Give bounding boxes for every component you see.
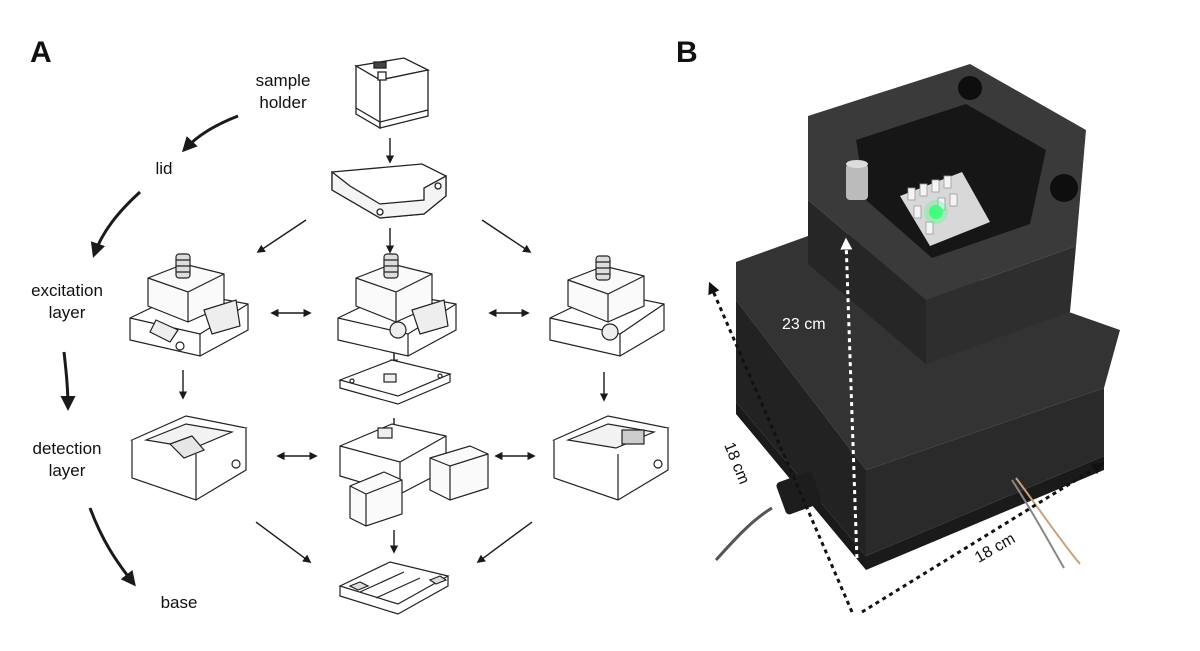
dimension-height-label: 23 cm bbox=[782, 316, 826, 333]
arrow-excitation-to-detection bbox=[60, 351, 76, 411]
base-drawing bbox=[338, 561, 450, 615]
detection-layer-center bbox=[339, 423, 489, 527]
excitation-plate-drawing bbox=[338, 359, 452, 405]
arrow-holder-to-lid bbox=[181, 114, 239, 153]
panel-label-b: B bbox=[676, 36, 698, 69]
excitation-layer-right bbox=[549, 255, 665, 357]
cable-left bbox=[714, 506, 773, 562]
device-base-side bbox=[866, 388, 1104, 556]
detection-layer-left bbox=[130, 415, 248, 501]
green-led bbox=[929, 205, 943, 219]
label-sample-holder: sample holder bbox=[255, 71, 311, 112]
metal-knob bbox=[846, 164, 868, 200]
device-base-front bbox=[736, 262, 866, 556]
flow-arrows bbox=[60, 114, 239, 587]
device-photo bbox=[714, 64, 1120, 570]
cable-right bbox=[1015, 477, 1081, 565]
excitation-layer-left bbox=[129, 253, 249, 357]
label-detection-layer: detection layer bbox=[32, 439, 102, 480]
lid-drawing bbox=[331, 163, 447, 219]
arrow-detection-to-base bbox=[88, 507, 136, 587]
dimension-arrows bbox=[840, 237, 860, 591]
excitation-layer-center bbox=[337, 253, 457, 357]
detection-layer-right bbox=[552, 415, 670, 501]
label-excitation-layer: excitation layer bbox=[31, 281, 103, 322]
label-base: base bbox=[160, 593, 198, 612]
arrow-lid-to-excitation bbox=[90, 190, 142, 258]
sample-holder-drawing bbox=[354, 57, 430, 130]
panel-label-a: A bbox=[30, 36, 52, 69]
label-lid: lid bbox=[155, 159, 173, 178]
